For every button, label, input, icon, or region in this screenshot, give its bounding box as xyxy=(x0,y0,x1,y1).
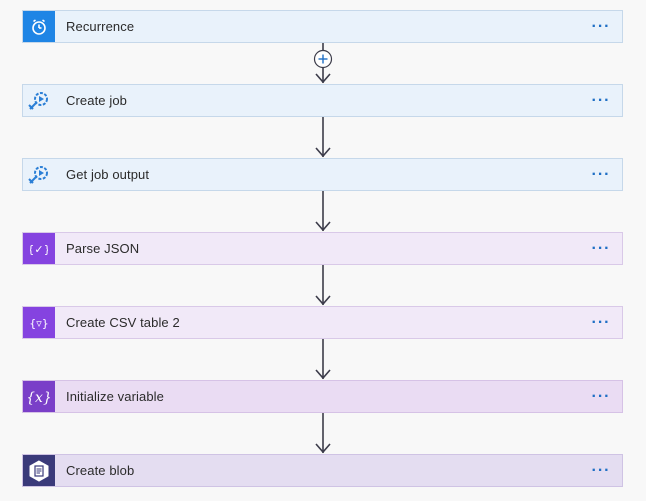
clock-icon xyxy=(23,11,55,42)
step-card-get-job-output[interactable]: Get job output ··· xyxy=(22,158,623,191)
svg-text:{▿}: {▿} xyxy=(30,317,48,330)
flow-arrow xyxy=(315,413,331,454)
step-card-parse-json[interactable]: {✓} Parse JSON ··· xyxy=(22,232,623,265)
step-title: Recurrence xyxy=(66,19,135,34)
step-card-initialize-variable[interactable]: {x} Initialize variable ··· xyxy=(22,380,623,413)
step-card-create-blob[interactable]: Create blob ··· xyxy=(22,454,623,487)
flow-arrow xyxy=(315,339,331,380)
step-title: Create CSV table 2 xyxy=(66,315,180,330)
svg-text:{x}: {x} xyxy=(28,390,50,406)
step-card-create-csv-table[interactable]: {▿} Create CSV table 2 ··· xyxy=(22,306,623,339)
more-options-button[interactable]: ··· xyxy=(591,239,611,257)
step-card-create-job[interactable]: Create job ··· xyxy=(22,84,623,117)
step-title: Get job output xyxy=(66,167,150,182)
more-options-button[interactable]: ··· xyxy=(591,165,611,183)
blob-storage-icon xyxy=(23,455,55,486)
more-options-button[interactable]: ··· xyxy=(591,91,611,109)
step-title: Create job xyxy=(66,93,127,108)
more-options-button[interactable]: ··· xyxy=(591,387,611,405)
runbook-icon xyxy=(23,85,55,116)
step-card-recurrence[interactable]: Recurrence ··· xyxy=(22,10,623,43)
step-title: Initialize variable xyxy=(66,389,165,404)
parse-json-icon: {✓} xyxy=(23,233,55,264)
flow-arrow xyxy=(315,117,331,158)
csv-table-icon: {▿} xyxy=(23,307,55,338)
add-step-icon xyxy=(313,49,333,69)
insert-step-button[interactable] xyxy=(313,49,333,69)
svg-text:{✓}: {✓} xyxy=(30,243,48,256)
step-title: Parse JSON xyxy=(66,241,140,256)
runbook-icon xyxy=(23,159,55,190)
flow-arrow xyxy=(315,265,331,306)
more-options-button[interactable]: ··· xyxy=(591,17,611,35)
flow-arrow xyxy=(315,191,331,232)
more-options-button[interactable]: ··· xyxy=(591,461,611,479)
step-title: Create blob xyxy=(66,463,135,478)
variable-icon: {x} xyxy=(23,381,55,412)
more-options-button[interactable]: ··· xyxy=(591,313,611,331)
